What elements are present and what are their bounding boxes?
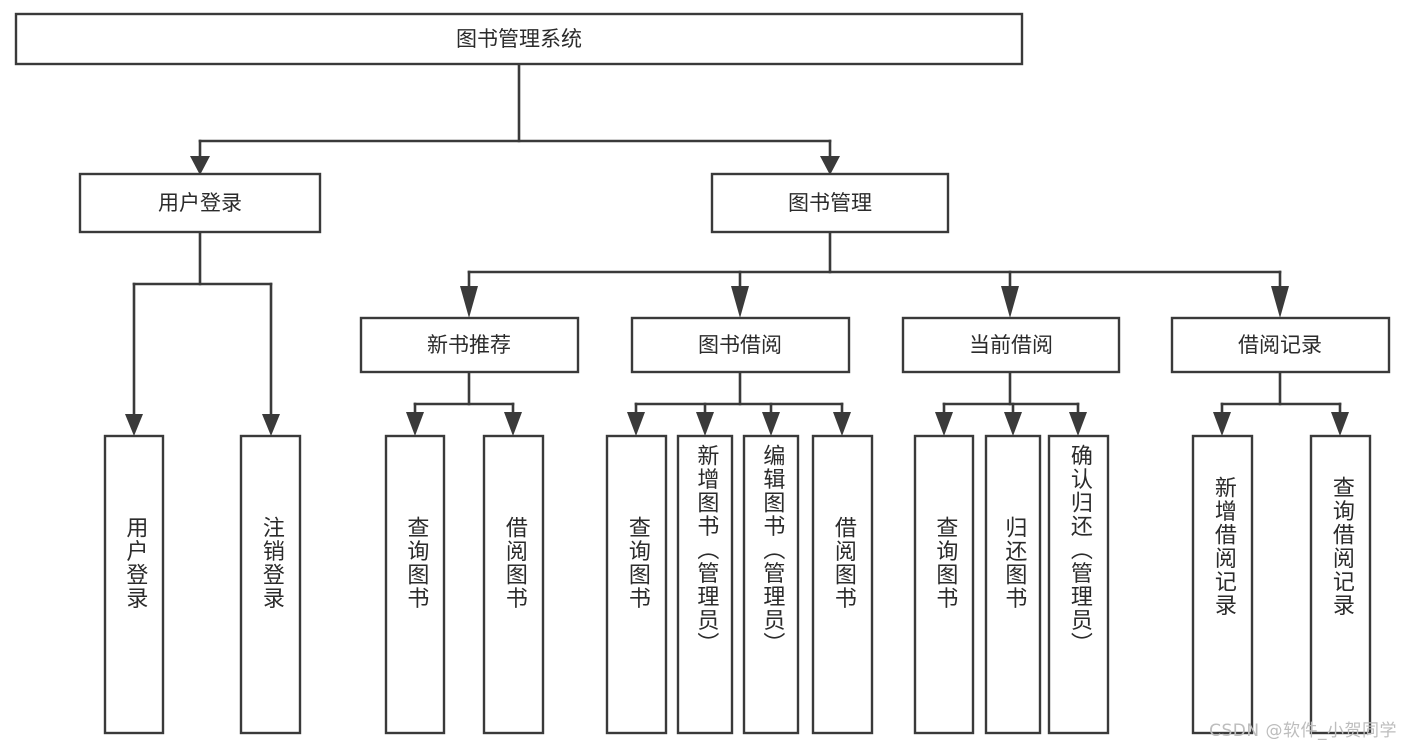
- arrow-head-icon: [820, 156, 840, 175]
- node-current-borrow[interactable]: 当前借阅: [901, 316, 1121, 374]
- arrow-head-icon: [1001, 286, 1019, 318]
- node-current-borrow-box[interactable]: [901, 316, 1121, 374]
- arrow-head-icon: [1004, 412, 1022, 436]
- node-borrow-record-box[interactable]: [1170, 316, 1391, 374]
- node-book-management-label: 图书管理: [788, 191, 872, 215]
- arrow-head-icon: [1331, 412, 1349, 436]
- node-new-book-recommend-label: 新书推荐: [427, 333, 511, 357]
- leaf-box-confirm-return-admin[interactable]: [1047, 434, 1110, 735]
- arrow-head-icon: [504, 412, 522, 436]
- arrow-head-icon: [696, 412, 714, 436]
- node-root-label: 图书管理系统: [456, 27, 582, 51]
- node-root-box[interactable]: [14, 12, 1024, 66]
- node-borrow-record-label: 借阅记录: [1238, 333, 1322, 357]
- node-current-borrow-label: 当前借阅: [969, 333, 1053, 357]
- arrow-head-icon: [1271, 286, 1289, 318]
- leaf-box-borrow-book[interactable]: [811, 434, 874, 735]
- watermark: CSDN @软件_小贺同学: [1209, 721, 1397, 741]
- node-borrow-record[interactable]: 借阅记录: [1170, 316, 1391, 374]
- leaf-box-borrow-book-newbook[interactable]: [482, 434, 545, 735]
- arrow-head-icon: [833, 412, 851, 436]
- arrow-head-icon: [1069, 412, 1087, 436]
- arrow-head-icon: [762, 412, 780, 436]
- leaf-box-query-book-borrow[interactable]: [605, 434, 668, 735]
- node-book-borrow-box[interactable]: [630, 316, 851, 374]
- node-user-login-box[interactable]: [78, 172, 322, 234]
- arrow-head-icon: [262, 414, 280, 436]
- node-book-borrow-label: 图书借阅: [698, 333, 782, 357]
- leaf-box-layer: [103, 434, 1372, 735]
- leaf-box-logout[interactable]: [239, 434, 302, 735]
- node-new-book-recommend-box[interactable]: [359, 316, 580, 374]
- node-root[interactable]: 图书管理系统: [14, 12, 1024, 66]
- leaf-box-add-borrow-record[interactable]: [1191, 434, 1254, 735]
- arrow-head-icon: [460, 286, 478, 318]
- connector-layer: [125, 62, 1349, 436]
- node-new-book-recommend[interactable]: 新书推荐: [359, 316, 580, 374]
- leaf-box-query-borrow-record[interactable]: [1309, 434, 1372, 735]
- arrow-head-icon: [731, 286, 749, 318]
- node-user-login-label: 用户登录: [158, 191, 242, 215]
- node-book-management[interactable]: 图书管理: [710, 172, 950, 234]
- arrow-head-icon: [125, 414, 143, 436]
- leaf-box-return-book[interactable]: [984, 434, 1042, 735]
- arrow-head-icon: [190, 156, 210, 175]
- node-user-login[interactable]: 用户登录: [78, 172, 322, 234]
- leaf-box-user-login[interactable]: [103, 434, 165, 735]
- leaf-box-edit-book-admin[interactable]: [742, 434, 800, 735]
- node-book-management-box[interactable]: [710, 172, 950, 234]
- arrow-head-icon: [406, 412, 424, 436]
- arrow-head-icon: [935, 412, 953, 436]
- leaf-box-query-book-current[interactable]: [913, 434, 975, 735]
- leaf-box-query-book-newbook[interactable]: [384, 434, 446, 735]
- leaf-box-add-book-admin[interactable]: [676, 434, 734, 735]
- arrow-head-icon: [1213, 412, 1231, 436]
- arrow-head-icon: [627, 412, 645, 436]
- node-book-borrow[interactable]: 图书借阅: [630, 316, 851, 374]
